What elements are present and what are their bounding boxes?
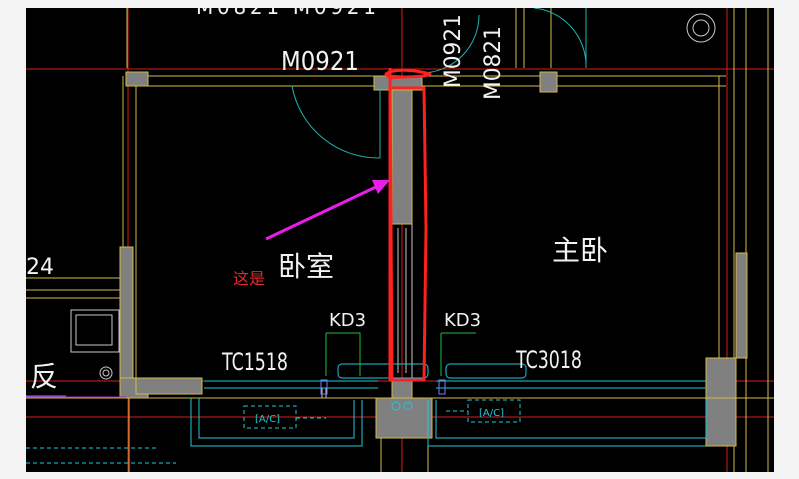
arrow-icon: [265, 180, 390, 241]
highlight-outline: [384, 67, 432, 382]
door-label-m0921: M0921: [281, 47, 359, 77]
kd-label-right: KD3: [444, 310, 481, 331]
purple-markers: [26, 379, 446, 397]
fixtures: [70, 13, 716, 398]
floor-plan: M0821 M0921 M0921 M0921 M0821 卧室 主卧 24 反…: [26, 0, 774, 472]
door-label-vertical-m0921: M0921: [441, 14, 466, 88]
kd-leaders: [325, 332, 476, 376]
ac-label-left: [A/C]: [255, 414, 280, 425]
wall-blocks: [119, 71, 748, 447]
room-label-bedroom: 卧室: [278, 250, 334, 283]
door-label-vertical-m0821: M0821: [481, 26, 506, 100]
window-lines: [190, 363, 707, 447]
left-edge-char: 反: [30, 360, 58, 393]
left-edge-number: 24: [26, 255, 54, 280]
door-swings: [291, 7, 587, 159]
window-label-tc1518: TC1518: [221, 348, 288, 376]
ac-label-right: [A/C]: [479, 408, 504, 419]
annotation-text: 这是: [233, 269, 265, 288]
ac-boxes: [26, 399, 521, 464]
cad-canvas[interactable]: M0821 M0921 M0921 M0921 M0821 卧室 主卧 24 反…: [26, 0, 774, 472]
window-label-tc3018: TC3018: [515, 346, 582, 374]
kd-label-left: KD3: [329, 310, 366, 331]
room-label-master-bedroom: 主卧: [552, 234, 608, 267]
top-cut-label: M0821 M0921: [196, 8, 376, 19]
